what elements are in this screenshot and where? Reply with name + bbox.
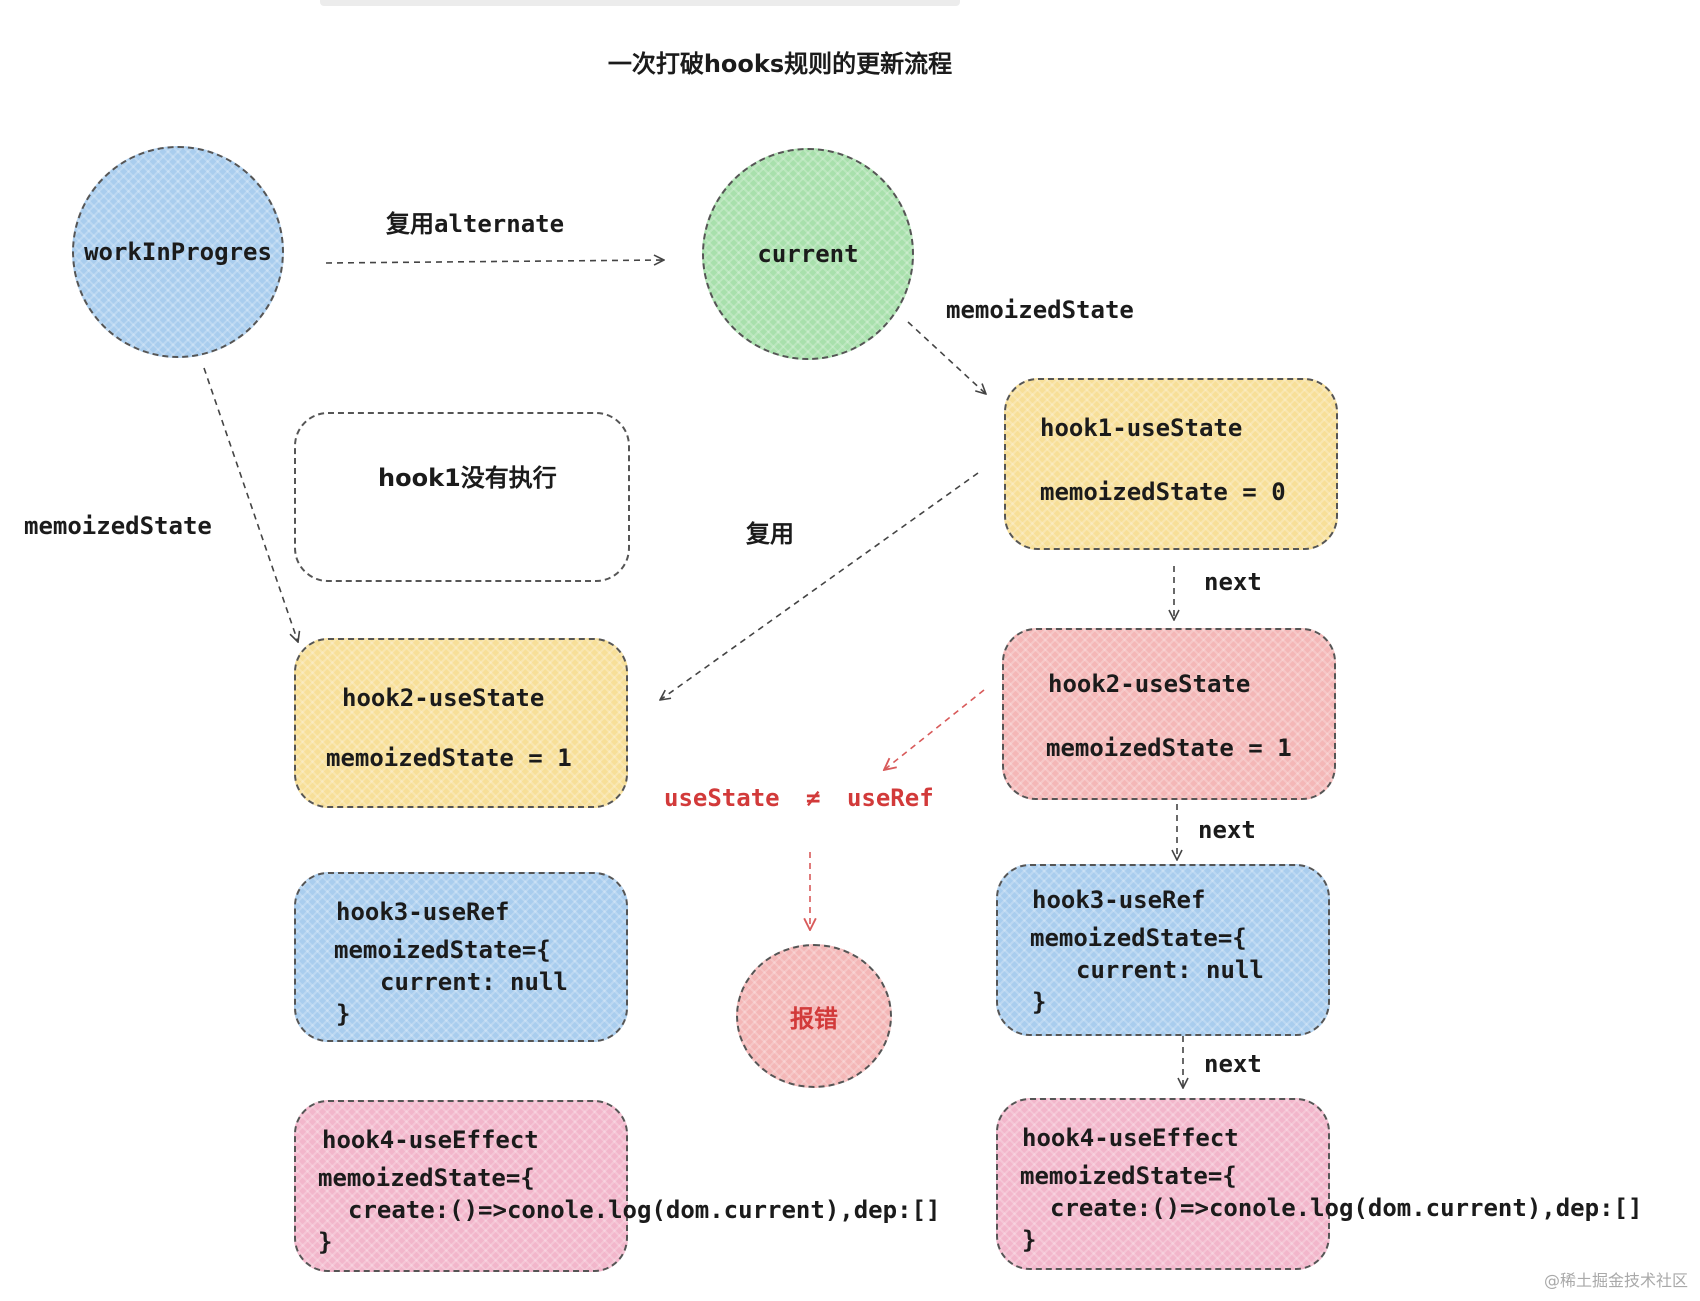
- right-hook3-box: hook3-useRef memoizedState={ current: nu…: [996, 864, 1330, 1036]
- left-hook3-name: hook3-useRef: [336, 898, 510, 926]
- left-hook4-box: hook4-useEffect memoizedState={ create:(…: [294, 1100, 940, 1272]
- left-hook4-state-close: }: [318, 1228, 333, 1256]
- left-hook3-box: hook3-useRef memoizedState={ current: nu…: [294, 872, 628, 1042]
- arrow-mismatch: [884, 689, 985, 770]
- right-hook1-state: memoizedState = 0: [1040, 478, 1286, 506]
- right-hook3-state-open: memoizedState={: [1030, 924, 1247, 952]
- left-hook2-state: memoizedState = 1: [326, 744, 572, 772]
- watermark: @稀土掘金技术社区: [1543, 1271, 1688, 1290]
- right-hook3-state-close: }: [1032, 988, 1047, 1016]
- next-label-2: next: [1198, 816, 1256, 844]
- left-hook4-name: hook4-useEffect: [322, 1126, 539, 1154]
- left-hook2-name: hook2-useState: [342, 684, 545, 712]
- reuse-label: 复用: [746, 520, 794, 548]
- mismatch-label: useState ≠ useRef: [664, 784, 934, 812]
- right-hook3-name: hook3-useRef: [1032, 886, 1206, 914]
- work-in-progress-node: workInProgres: [72, 146, 284, 358]
- work-in-progress-label: workInProgres: [84, 238, 272, 266]
- left-hook2-box: hook2-useState memoizedState = 1: [294, 638, 628, 808]
- memoized-state-right-label: memoizedState: [946, 296, 1134, 324]
- left-hook4-state-open: memoizedState={: [318, 1164, 535, 1192]
- right-hook1-name: hook1-useState: [1040, 414, 1243, 442]
- diagram-title: 一次打破hooks规则的更新流程: [607, 50, 953, 78]
- next-label-3: next: [1204, 1050, 1262, 1078]
- left-hook3-state-body: current: null: [380, 968, 568, 996]
- right-hook3-state-body: current: null: [1076, 956, 1264, 984]
- arrow-reuse: [660, 472, 979, 700]
- left-hook3-state-open: memoizedState={: [334, 936, 551, 964]
- current-label: current: [757, 240, 859, 268]
- mismatch-left: useState: [664, 784, 780, 812]
- hook1-not-executed-label: hook1没有执行: [378, 464, 557, 492]
- right-hook1-box: hook1-useState memoizedState = 0: [1004, 378, 1338, 550]
- mismatch-right: useRef: [846, 784, 934, 812]
- error-node: 报错: [736, 944, 892, 1088]
- top-edge-bar: [320, 0, 960, 6]
- arrow-reuse-alternate: [325, 260, 664, 263]
- hook1-not-executed-box: hook1没有执行: [294, 412, 630, 582]
- right-hook4-name: hook4-useEffect: [1022, 1124, 1239, 1152]
- right-hook4-box: hook4-useEffect memoizedState={ create:(…: [996, 1098, 1642, 1270]
- current-node: current: [702, 148, 914, 360]
- right-hook2-box: hook2-useState memoizedState = 1: [1002, 628, 1336, 800]
- right-hook4-state-open: memoizedState={: [1020, 1162, 1237, 1190]
- left-hook4-state-body: create:()=>conole.log(dom.current),dep:[…: [348, 1196, 941, 1224]
- left-hook3-state-close: }: [336, 1000, 351, 1028]
- memoized-state-left-label: memoizedState: [24, 512, 212, 540]
- right-hook2-state: memoizedState = 1: [1046, 734, 1292, 762]
- arrow-current-memoizedstate: [907, 321, 986, 394]
- error-label: 报错: [790, 1004, 838, 1033]
- mismatch-operator: ≠: [806, 784, 821, 812]
- next-label-1: next: [1204, 568, 1262, 596]
- right-hook4-state-close: }: [1022, 1226, 1037, 1254]
- right-hook2-name: hook2-useState: [1048, 670, 1251, 698]
- reuse-alternate-label: 复用alternate: [386, 210, 565, 238]
- right-hook4-state-body: create:()=>conole.log(dom.current),dep:[…: [1050, 1194, 1643, 1222]
- arrow-wip-memoizedstate: [203, 367, 298, 642]
